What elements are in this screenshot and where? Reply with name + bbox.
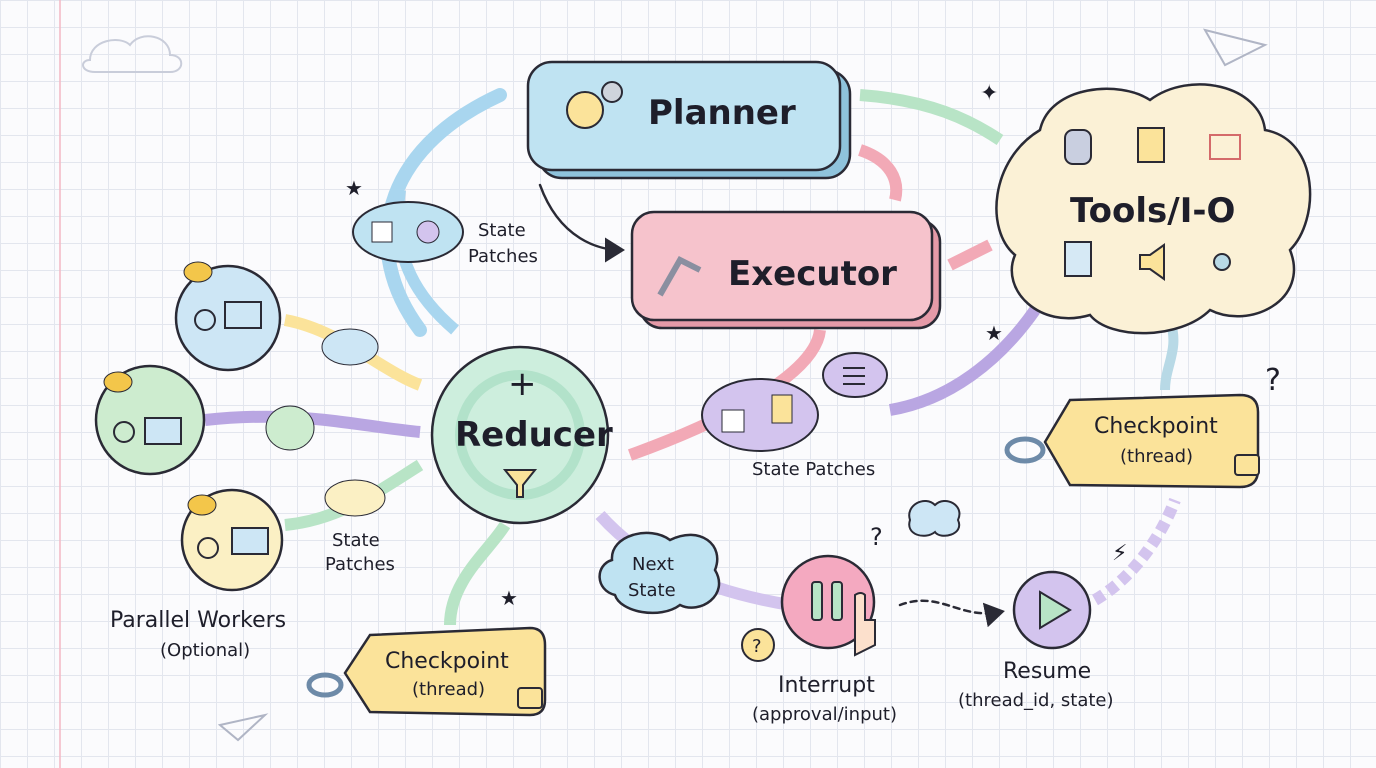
reducer-node[interactable]: + Reducer <box>430 345 613 525</box>
chain-icon <box>1004 436 1046 464</box>
resume-node[interactable]: Resume (thread_id, state) <box>958 570 1114 711</box>
checkpoint-right-sub: (thread) <box>1120 446 1193 467</box>
user-icon <box>416 220 440 244</box>
worker-3 <box>180 488 284 592</box>
arrow-patches-to-tools <box>888 306 1040 416</box>
state-patches-left-line1: State <box>332 530 380 551</box>
chain-icon <box>306 672 344 698</box>
robot-arm-icon <box>657 256 702 297</box>
bee-icon <box>187 494 217 516</box>
patch-cloud-1 <box>321 328 379 366</box>
executor-label: Executor <box>728 254 897 294</box>
pause-icon <box>811 581 823 621</box>
network-icon <box>1213 253 1231 271</box>
reducer-label: Reducer <box>455 415 613 455</box>
tools-node[interactable]: Tools/I-O <box>995 83 1312 335</box>
state-patches-top-line1: State <box>478 220 526 241</box>
funnel-icon <box>502 469 538 498</box>
cloud-icon <box>82 35 183 73</box>
svg-text:?: ? <box>752 636 762 657</box>
cloud-icon <box>908 500 961 537</box>
question-bubble-icon <box>741 628 775 662</box>
paper-plane-icon <box>217 713 269 742</box>
question-mark-icon: ? <box>870 523 883 551</box>
gear-icon <box>194 309 216 331</box>
next-state-node[interactable]: Next State <box>598 531 721 615</box>
checkpoint-bottom-sub: (thread) <box>412 679 485 700</box>
list-icon <box>843 367 865 385</box>
question-mark-icon: ? <box>1265 363 1281 398</box>
database-icon <box>1064 129 1092 165</box>
hand-icon <box>854 592 876 657</box>
resume-sub: (thread_id, state) <box>958 690 1114 711</box>
parallel-workers: State Patches Parallel Workers (Optional… <box>94 261 395 661</box>
star-icon: ★ <box>345 176 363 200</box>
lightbulb-icon <box>566 91 604 129</box>
arrow-interrupt-to-resume <box>898 599 1005 628</box>
patch-cloud-2 <box>265 405 315 451</box>
arrow-worker2 <box>204 410 421 438</box>
hierarchy-icon <box>1209 134 1241 160</box>
checkpoint-bottom-title: Checkpoint <box>385 649 509 674</box>
arrow-executor-tools <box>947 239 993 271</box>
clipboard-icon <box>771 394 793 424</box>
calendar-icon <box>371 221 393 243</box>
tools-label: Tools/I-O <box>1070 191 1235 231</box>
next-state-line2: State <box>628 580 676 601</box>
gear-icon <box>601 81 623 103</box>
sparkle-icon: ✦ <box>980 81 998 106</box>
checkpoint-right-title: Checkpoint <box>1094 414 1218 439</box>
paper-plane-icon <box>1202 28 1268 67</box>
parallel-workers-label: Parallel Workers <box>110 608 286 633</box>
gear-icon <box>113 421 135 443</box>
document-magnify-icon <box>1064 241 1092 277</box>
arrow-planner-executor-sketch <box>538 183 625 263</box>
monitor-icon <box>224 301 262 329</box>
gear-icon <box>197 537 219 559</box>
arrow-planner-executor <box>857 144 903 202</box>
monitor-icon <box>144 417 182 445</box>
monitor-icon <box>231 527 269 555</box>
lock-icon <box>1234 454 1260 476</box>
decorations: ✦ ★ ★ ★ ⚡ ? <box>82 28 1268 742</box>
star-icon: ★ <box>985 321 1003 345</box>
plus-icon: + <box>508 364 537 404</box>
patch-cloud-3 <box>324 479 386 517</box>
arrow-checkpoint-to-reducer <box>444 521 511 626</box>
bee-icon <box>183 261 213 283</box>
planner-node[interactable]: Planner <box>526 60 852 180</box>
next-state-line1: Next <box>632 554 674 575</box>
worker-2 <box>94 364 206 476</box>
state-patches-right-label: State Patches <box>752 459 875 480</box>
interrupt-node[interactable]: ? Interrupt (approval/input) <box>741 554 897 725</box>
arrow-planner-tools <box>859 89 1004 145</box>
star-icon: ★ <box>500 586 518 610</box>
interrupt-title: Interrupt <box>778 673 875 698</box>
checkpoint-right-node[interactable]: Checkpoint (thread) ? <box>1004 363 1281 489</box>
play-icon <box>1039 590 1072 630</box>
executor-node[interactable]: Executor <box>630 210 942 330</box>
lightning-icon: ⚡ <box>1112 541 1127 566</box>
document-search-icon <box>1137 127 1165 163</box>
planner-label: Planner <box>648 93 796 133</box>
worker-1 <box>174 261 282 372</box>
state-patches-top: State Patches <box>352 201 538 267</box>
speaker-icon <box>1139 243 1165 281</box>
state-patches-right: State Patches <box>701 352 888 480</box>
state-patches-top-line2: Patches <box>468 246 538 267</box>
lock-icon <box>517 687 543 709</box>
resume-title: Resume <box>1003 659 1091 684</box>
interrupt-sub: (approval/input) <box>752 704 897 725</box>
arrow-resume-to-checkpoint <box>1091 497 1181 606</box>
bee-icon <box>103 371 133 393</box>
calendar-icon <box>721 409 745 433</box>
state-patches-left-line2: Patches <box>325 554 395 575</box>
parallel-workers-optional: (Optional) <box>160 640 250 661</box>
checkpoint-bottom-node[interactable]: Checkpoint (thread) <box>306 626 547 717</box>
